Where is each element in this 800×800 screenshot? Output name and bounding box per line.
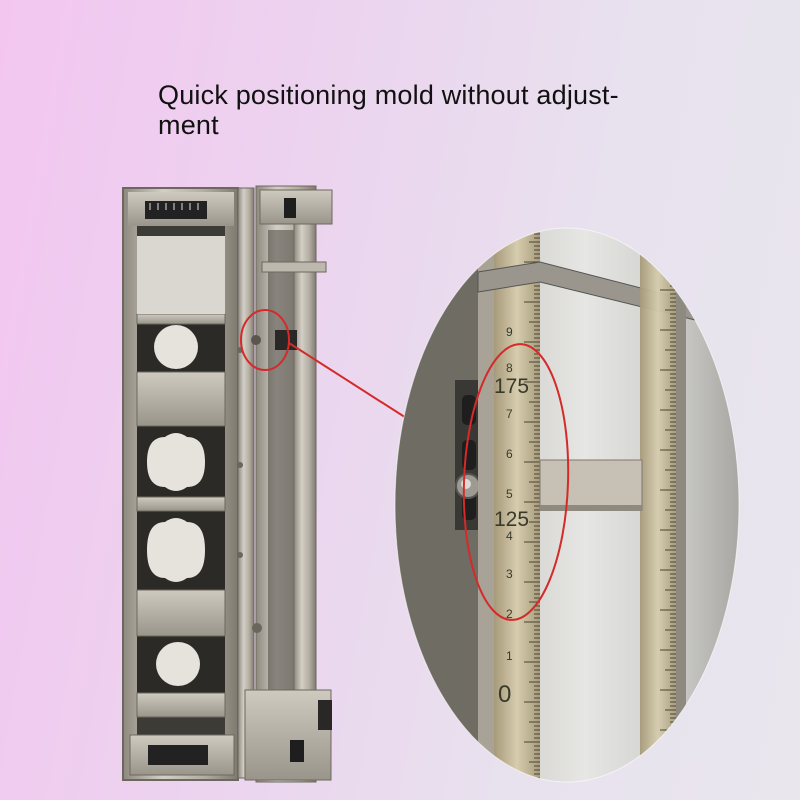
main-ruler-ticks: [524, 229, 540, 782]
ruler-digit-3: 3: [506, 567, 513, 581]
ruler-digit-1: 1: [506, 649, 513, 663]
headline-line-2: ment: [158, 110, 219, 140]
top-bracket: [259, 189, 333, 225]
ruler-label-125: 125: [494, 508, 529, 531]
secondary-ruler: [640, 248, 676, 782]
main-ruler: [494, 228, 540, 782]
ruler-digit-7: 7: [506, 407, 513, 421]
detail-highlight-circle: [240, 309, 290, 371]
magnifier-lens: 175 125 0 9 8 7 6 5 4 3 2 1: [394, 227, 740, 783]
bottom-bracket: [244, 689, 332, 781]
top-scale-window: [145, 201, 207, 219]
ruler-digit-5: 5: [506, 487, 513, 501]
ruler-digit-8: 8: [506, 361, 513, 375]
headline-line-1: Quick positioning mold without adjust-: [158, 80, 619, 110]
bottom-scale-window: [148, 745, 208, 765]
ruler-digit-9: 9: [506, 325, 513, 339]
ruler-digit-6: 6: [506, 447, 513, 461]
ruler-digit-4: 4: [506, 529, 513, 543]
ruler-label-175: 175: [494, 375, 529, 398]
jig-assembly: [122, 185, 333, 783]
headline: Quick positioning mold without adjust- m…: [158, 80, 658, 140]
ruler-label-0: 0: [498, 681, 511, 708]
lens-highlight-circle: [462, 343, 570, 621]
ruler-digit-2: 2: [506, 607, 513, 621]
lens-slider-plate: [539, 459, 643, 511]
